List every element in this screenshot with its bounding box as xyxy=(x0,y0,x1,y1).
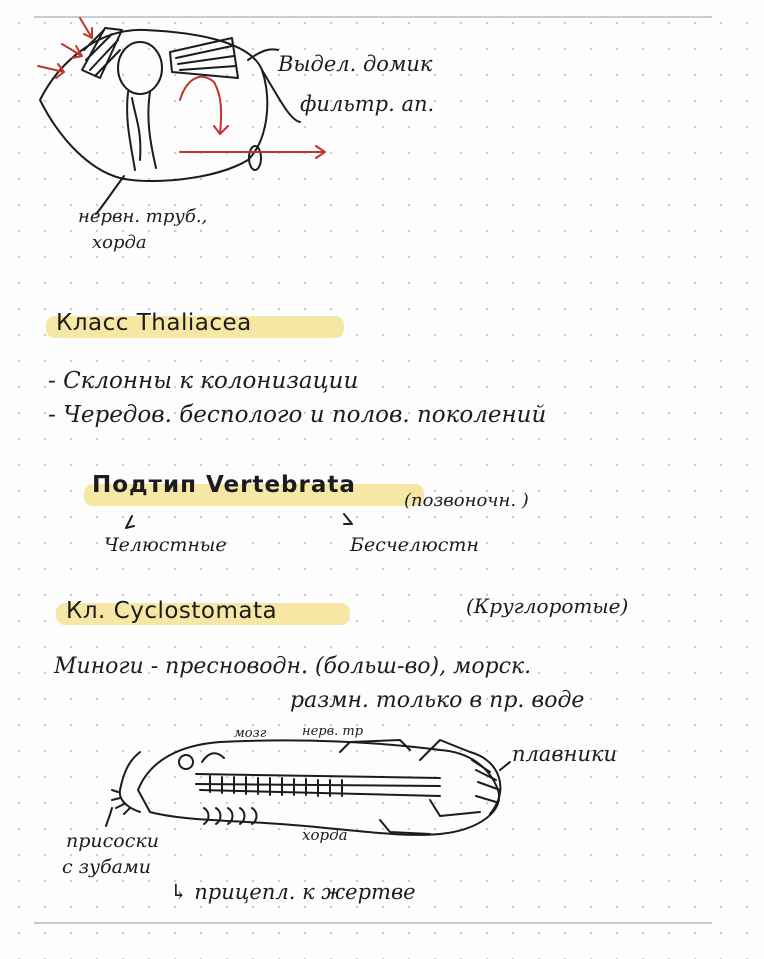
label-attach-to-prey: ↳ прицепл. к жертве xyxy=(170,880,416,904)
note-cyclostomes: (Круглоротые) xyxy=(466,594,629,618)
lampreys-habitat: Миноги - пресноводн. (больш-во), морск. xyxy=(54,654,532,679)
label-with-teeth: с зубами xyxy=(62,856,151,878)
highlight-thaliacea xyxy=(46,316,344,338)
bottom-rule xyxy=(34,922,712,924)
branch-jawless: Бесчелюстн xyxy=(350,534,479,556)
label-fins: плавники xyxy=(512,742,618,766)
label-notochord: хорда xyxy=(302,826,348,844)
red-arrows xyxy=(37,17,326,159)
heading-thaliacea: Класс Thaliacea xyxy=(56,310,252,336)
label-brain: мозг xyxy=(234,726,267,741)
highlight-cyclostomata xyxy=(56,603,350,625)
label-nerve-tube: нерв. тр xyxy=(302,724,364,739)
lamprey-sketch xyxy=(105,739,511,836)
branch-jawed: Челюстные xyxy=(104,534,227,556)
bullet-alternation: - Чередов. бесполого и полов. поколений xyxy=(48,402,547,428)
heading-cyclostomata: Кл. Cyclostomata xyxy=(66,598,278,624)
label-chord: хорда xyxy=(92,232,147,253)
lampreys-reproduction: размн. только в пр. воде xyxy=(290,688,585,713)
tunicate-sketch xyxy=(39,27,301,215)
note-vertebrates: (позвоночн. ) xyxy=(404,490,529,511)
highlight-vertebrata xyxy=(84,484,424,506)
bullet-colonization: - Склонны к колонизации xyxy=(48,368,359,394)
label-filter-apparatus: фильтр. ап. xyxy=(300,92,435,116)
top-rule xyxy=(34,16,712,18)
label-suckers: присоски xyxy=(66,830,159,852)
heading-vertebrata: Подтип Vertebrata xyxy=(92,472,356,498)
label-neural-tube: нервн. труб., xyxy=(78,206,208,227)
label-excretory-house: Выдел. домик xyxy=(278,52,433,76)
